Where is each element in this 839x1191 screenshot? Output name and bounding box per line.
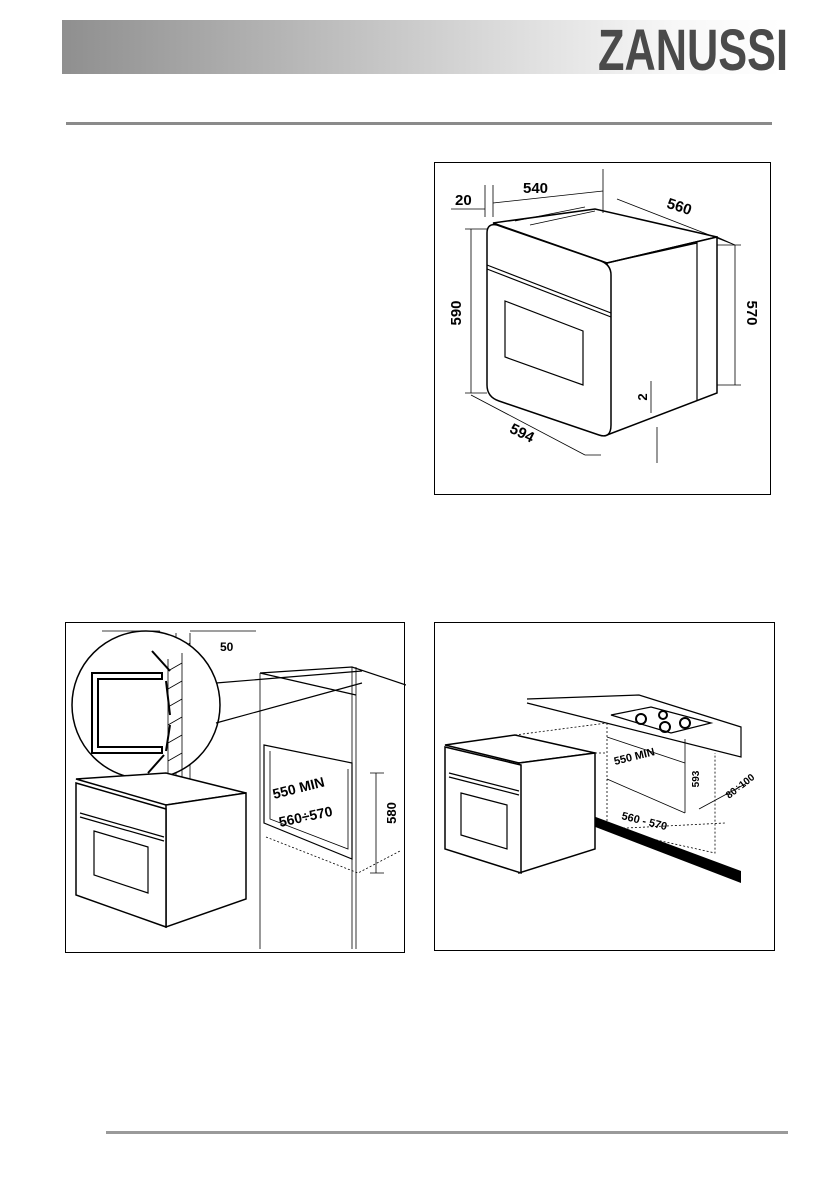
airflow-arrows: [147, 650, 171, 774]
dim-label-80-100: 80÷100: [724, 772, 757, 801]
oven-window: [460, 792, 508, 850]
dim-label-560: 560: [665, 195, 694, 219]
dim-label-590: 590: [448, 300, 465, 325]
oven-projection-lines: [514, 722, 608, 754]
oven-dimensions-figure: 20 540 560 590 570 2 594: [434, 162, 771, 495]
footer-rule: [106, 1131, 788, 1134]
ventilation-niche-figure: 50 550 MIN 560÷570 580: [65, 622, 406, 953]
dim-line-594: [470, 394, 601, 456]
niche-guide-lines: [606, 736, 686, 814]
dim-label-570: 570: [743, 300, 760, 325]
plinth-bar: [585, 813, 741, 883]
hob-ring-1: [635, 713, 647, 725]
niche-opening: [263, 744, 353, 860]
detail-cabinet-section: [91, 672, 163, 754]
oven-side-panel: [606, 236, 718, 437]
dim-label-20: 20: [455, 192, 472, 209]
under-hob-installation-drawing: 550 MIN 593 80÷100 560 - 570: [444, 694, 757, 883]
oven-control-strip-line: [486, 264, 612, 314]
ventilation-niche-drawing: 50 550 MIN 560÷570 580: [71, 630, 406, 949]
hob-ring-4: [679, 717, 691, 729]
hob-surface: [610, 706, 714, 734]
hob-ring-2: [658, 710, 668, 720]
cabinet-top-lines: [259, 666, 406, 696]
brand-name: ZANUSSI: [598, 18, 788, 76]
hob-ring-3: [659, 721, 671, 733]
oven-front: [444, 746, 522, 875]
dim-line-580: [370, 772, 384, 874]
oven-control-strip-line-2: [486, 268, 612, 318]
oven-control-strip: [79, 812, 165, 842]
detail-wall-hatch: [167, 662, 183, 762]
dim-line-80-100: [698, 782, 748, 810]
oven-window: [93, 830, 149, 894]
worktop: [526, 694, 742, 758]
niche-outline: [606, 723, 726, 854]
oven-side-inner-line: [606, 242, 698, 401]
dim-line-570: [717, 244, 741, 386]
header-rule: [66, 122, 772, 125]
dim-label-50: 50: [220, 640, 234, 654]
dim-label-2: 2: [635, 393, 650, 400]
dim-lines-top: [451, 190, 604, 210]
oven-side: [518, 752, 596, 875]
detail-magnifier-circle: [71, 630, 221, 780]
dim-label-593: 593: [691, 770, 702, 787]
brand-logo: ZANUSSI: [598, 18, 788, 76]
niche-inner: [269, 751, 349, 850]
dim-line-2: [650, 381, 658, 463]
dim-label-540: 540: [523, 180, 548, 197]
oven-dimensions-drawing: 20 540 560 590 570 2 594: [448, 169, 760, 463]
oven-side: [165, 792, 247, 929]
oven-front: [75, 782, 167, 929]
dim-label-560-570: 560÷570: [277, 803, 334, 830]
niche-floor-hatch: [265, 836, 401, 874]
dim-label-550-min: 550 MIN: [613, 746, 656, 768]
detail-wall: [167, 653, 183, 777]
dim-label-580: 580: [384, 802, 399, 824]
dim-label-550-min: 550 MIN: [271, 774, 326, 802]
header-gradient-bar: [62, 20, 782, 74]
top-panel-lines: [514, 206, 596, 226]
dim-line-590: [465, 228, 487, 394]
under-hob-installation-figure: 550 MIN 593 80÷100 560 - 570: [434, 622, 775, 951]
dim-label-594: 594: [507, 420, 538, 447]
oven-door-window: [504, 300, 584, 386]
detail-leader-lines: [215, 670, 363, 724]
oven-control-strip: [448, 772, 520, 796]
dim-line-560: [616, 198, 736, 246]
